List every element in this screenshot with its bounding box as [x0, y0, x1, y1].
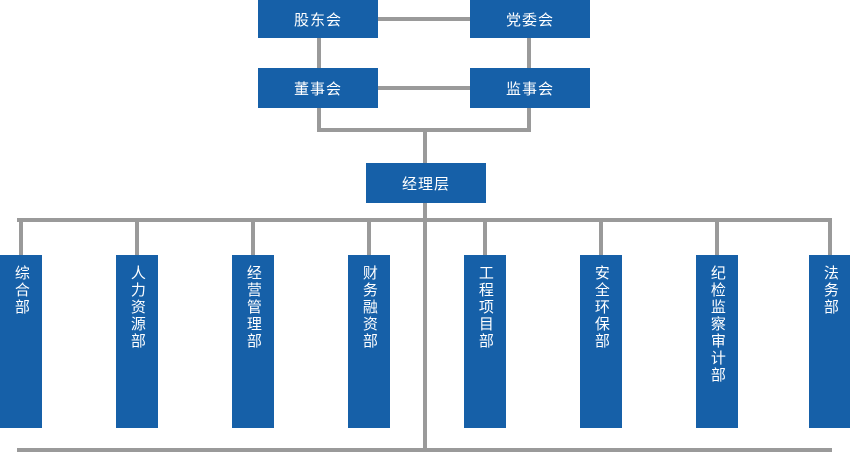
node-department-operations-management-label: 经营管理部 [244, 265, 263, 350]
node-department-safety-environment-label: 安全环保部 [592, 265, 611, 350]
node-department-operations-management[interactable]: 经营管理部 [232, 255, 274, 428]
node-department-human-resources[interactable]: 人力资源部 [116, 255, 158, 428]
connector-dept-drop-4 [367, 218, 371, 256]
node-department-legal-affairs[interactable]: 法务部 [809, 255, 850, 428]
node-board-of-supervisors[interactable]: 监事会 [470, 68, 590, 108]
connector-board-to-supervisors [378, 86, 470, 90]
connector-bottom-rule [17, 448, 832, 452]
connector-center-spine [423, 220, 427, 450]
connector-shareholders-to-party [378, 17, 470, 21]
connector-shareholders-to-board [317, 38, 321, 68]
node-board-of-supervisors-label: 监事会 [505, 79, 554, 98]
node-department-engineering-projects[interactable]: 工程项目部 [464, 255, 506, 428]
connector-party-to-supervisors [527, 38, 531, 68]
connector-board-down [317, 108, 321, 132]
connector-supervisors-down [527, 108, 531, 132]
node-department-engineering-projects-label: 工程项目部 [476, 265, 495, 350]
connector-dept-drop-5 [483, 218, 487, 256]
node-management-layer-label: 经理层 [401, 174, 450, 193]
node-department-general-affairs[interactable]: 综合部 [0, 255, 42, 428]
connector-management-to-dept-bus [423, 203, 427, 220]
connector-dept-drop-1 [19, 218, 23, 256]
node-department-discipline-audit-label: 纪检监察审计部 [708, 265, 727, 384]
node-shareholders-meeting[interactable]: 股东会 [258, 0, 378, 38]
node-party-committee[interactable]: 党委会 [470, 0, 590, 38]
connector-dept-drop-7 [715, 218, 719, 256]
node-department-human-resources-label: 人力资源部 [128, 265, 147, 350]
node-board-of-directors[interactable]: 董事会 [258, 68, 378, 108]
node-board-of-directors-label: 董事会 [293, 79, 342, 98]
connector-bus-to-management [423, 128, 427, 163]
node-department-general-affairs-label: 综合部 [12, 265, 31, 316]
node-department-legal-affairs-label: 法务部 [821, 265, 840, 316]
node-shareholders-meeting-label: 股东会 [293, 10, 342, 29]
node-department-discipline-audit[interactable]: 纪检监察审计部 [696, 255, 738, 428]
connector-dept-drop-2 [135, 218, 139, 256]
connector-dept-drop-3 [251, 218, 255, 256]
connector-dept-drop-8 [828, 218, 832, 256]
node-department-finance-funding-label: 财务融资部 [360, 265, 379, 350]
node-department-safety-environment[interactable]: 安全环保部 [580, 255, 622, 428]
node-department-finance-funding[interactable]: 财务融资部 [348, 255, 390, 428]
connector-dept-drop-6 [599, 218, 603, 256]
node-party-committee-label: 党委会 [505, 10, 554, 29]
node-management-layer[interactable]: 经理层 [366, 163, 486, 203]
